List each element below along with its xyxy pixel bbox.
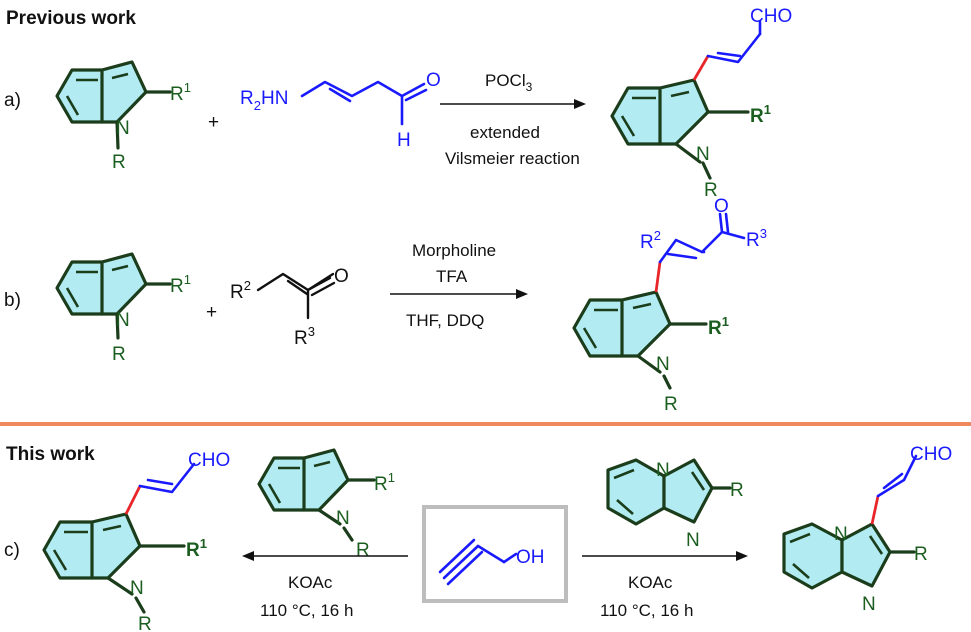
label-c: c) [4,540,20,561]
atom-o: O [334,266,349,287]
condition-right-temp-time: 110 °C, 16 h [600,601,693,620]
substituent-r2: R2 [230,278,251,303]
condition-vilsmeier: Vilsmeier reaction [445,149,580,168]
substituent-r: R [664,394,678,415]
substituent-r: R [914,544,928,565]
substituent-r1: R1 [186,536,207,561]
substituent-r3: R3 [294,324,315,349]
heading-this-work: This work [6,444,95,465]
propargyl-alcohol-box [422,505,568,603]
substituent-r2: R2 [640,228,661,253]
indole-a-product [610,20,762,180]
substituent-r: R [112,344,126,365]
plus-b: + [206,302,217,323]
substituent-r1: R1 [750,102,771,127]
atom-n: N [686,530,700,551]
substituent-r: R [138,614,152,632]
atom-r2hn: R2HN [240,88,288,113]
group-cho: CHO [750,6,792,27]
condition-left-koac: KOAc [288,573,333,592]
substituent-r1: R1 [374,470,395,495]
atom-n: N [834,524,848,545]
condition-extended: extended [470,123,540,142]
condition-thf-ddq: THF, DDQ [406,311,484,330]
substituent-r1: R1 [708,314,729,339]
condition-right-koac: KOAc [628,573,673,592]
heading-previous-work: Previous work [6,8,136,29]
atom-n: N [130,578,144,599]
substituent-r: R [112,152,126,173]
enone [256,272,336,320]
aminoacrolein [300,80,428,126]
indole-b-product [572,212,746,390]
substituent-r: R [704,180,718,201]
group-cho: CHO [188,450,230,471]
plus-a: + [208,112,219,133]
atom-n: N [116,118,130,139]
atom-n: N [696,144,710,165]
atom-n: N [116,310,130,331]
label-b: b) [4,290,21,311]
reagent-pocl3: POCl3 [485,71,533,94]
indole-b-reactant [55,252,172,340]
condition-left-temp-time: 110 °C, 16 h [260,601,353,620]
substituent-r1: R1 [170,272,191,297]
atom-n: N [656,354,670,375]
atom-n: N [656,460,670,481]
indole-c-product [42,462,196,614]
atom-n: N [336,508,350,529]
imidazopyridine-reactant [606,458,732,526]
substituent-r3: R3 [746,226,767,251]
label-a: a) [4,90,21,111]
atom-o: O [426,70,441,91]
atom-n: N [862,594,876,615]
imidazopyridine-product [782,454,918,590]
group-cho: CHO [910,444,952,465]
group-oh: OH [516,547,545,568]
substituent-r1: R1 [170,80,191,105]
propargyl-alcohol [438,538,518,586]
indole-a-reactant [55,60,172,150]
substituent-r: R [356,540,370,561]
condition-morpholine: Morpholine [412,241,496,260]
substituent-r: R [730,480,744,501]
indole-c-reactant [257,448,376,542]
atom-h: H [397,130,411,151]
atom-o: O [714,196,729,217]
condition-tfa: TFA [436,267,468,286]
